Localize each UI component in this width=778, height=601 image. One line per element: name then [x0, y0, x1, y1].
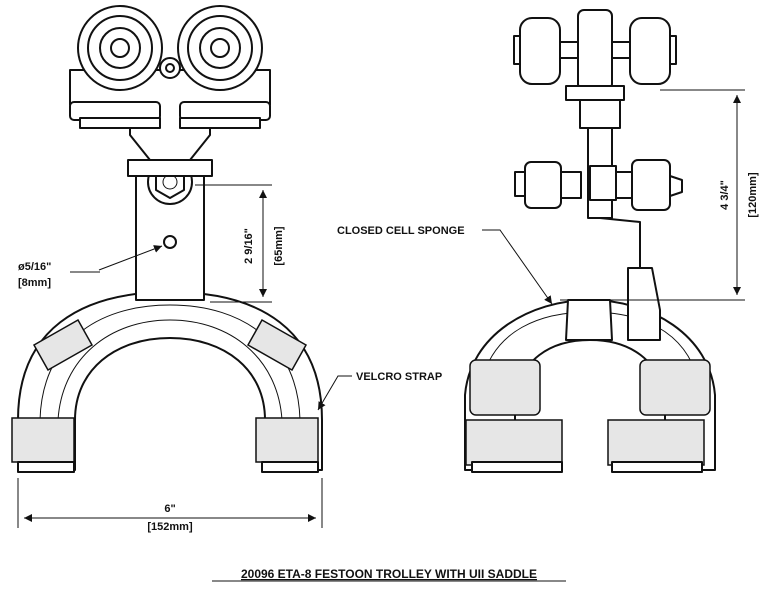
- height-dimension: 2 9/16" [65mm]: [195, 184, 285, 303]
- drawing-title: 20096 ETA-8 FESTOON TROLLEY WITH UII SAD…: [241, 567, 537, 581]
- width-dimension: 6" [152mm]: [17, 478, 323, 533]
- side-view: 4 3/4" [120mm] CLOSED CELL SPONGE: [337, 9, 759, 473]
- hole-diameter-inch: ø5/16": [18, 261, 51, 273]
- side-height-mm: [120mm]: [747, 172, 759, 218]
- front-saddle: [11, 291, 323, 473]
- side-saddle: [464, 299, 716, 473]
- velcro-strap-label: VELCRO STRAP: [356, 371, 442, 383]
- side-wheel-right: [629, 17, 671, 85]
- left-wheel: [77, 5, 163, 91]
- side-height-dimension: 4 3/4" [120mm]: [560, 89, 759, 301]
- height-mm: [65mm]: [273, 226, 285, 265]
- width-mm: [152mm]: [147, 521, 193, 533]
- front-stem: [127, 159, 213, 301]
- hole-dimension: ø5/16" [8mm]: [18, 245, 163, 289]
- side-trolley: [513, 9, 677, 101]
- sponge-label: CLOSED CELL SPONGE: [337, 225, 465, 237]
- width-inch: 6": [164, 503, 175, 515]
- side-wheel-left: [519, 17, 561, 85]
- right-wheel: [177, 5, 263, 91]
- front-view: ø5/16" [8mm] 2 9/16" [65mm] 6" [152mm] V…: [11, 5, 442, 533]
- height-inch: 2 9/16": [243, 228, 255, 264]
- side-height-inch: 4 3/4": [719, 180, 731, 210]
- front-trolley: [69, 5, 271, 161]
- hole-diameter-mm: [8mm]: [18, 277, 51, 289]
- sponge-callout: CLOSED CELL SPONGE: [337, 225, 553, 305]
- side-stem: [514, 97, 683, 341]
- velcro-callout: VELCRO STRAP: [317, 371, 442, 411]
- mounting-hole: [163, 235, 177, 249]
